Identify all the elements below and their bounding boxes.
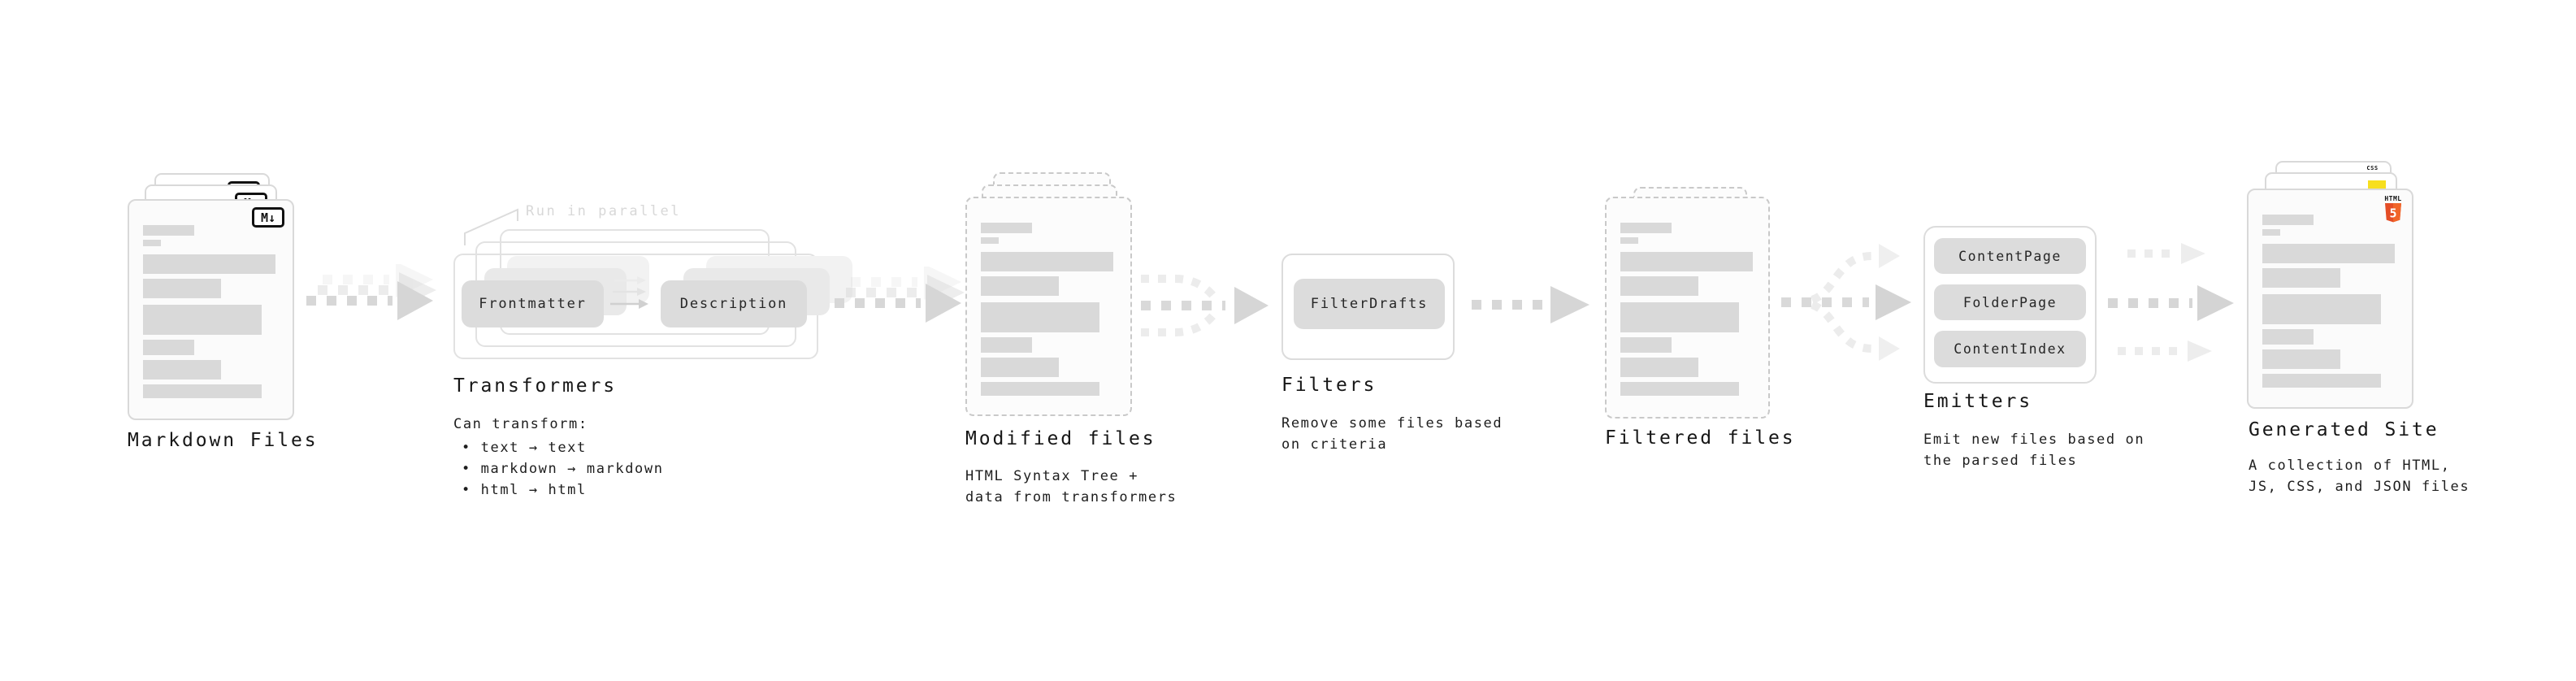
bullet-line: • text → text xyxy=(462,440,587,456)
transform-bullet-list: • text → text • markdown → markdown • ht… xyxy=(453,437,664,501)
skeleton-text-line xyxy=(143,254,275,274)
description-line: data from transformers xyxy=(965,489,1177,505)
skeleton-text-line xyxy=(981,223,1032,233)
description-line: on criteria xyxy=(1281,436,1388,453)
filterdrafts-node: FilterDrafts xyxy=(1294,279,1445,329)
skeleton-text-line xyxy=(1620,302,1739,332)
skeleton-text-line xyxy=(143,305,262,335)
skeleton-text-line xyxy=(981,276,1059,296)
description-line: Emit new files based on xyxy=(1923,432,2145,448)
skeleton-text-line xyxy=(143,225,194,236)
run-in-parallel-callout-line xyxy=(464,208,518,245)
arrow-filters-to-filtered xyxy=(1472,286,1589,323)
markdown-icon: M↓ xyxy=(252,207,284,228)
modified-file-card-front xyxy=(965,197,1132,416)
css-wordmark: CSS xyxy=(2366,165,2379,171)
filters-description: Remove some files based on criteria xyxy=(1281,413,1503,455)
bullet-line: • markdown → markdown xyxy=(462,461,664,477)
arrow-markdown-to-transformers xyxy=(306,264,436,320)
markdown-file-card-front: M↓ xyxy=(128,199,294,420)
skeleton-text-line xyxy=(2262,329,2314,345)
transformer-parallel-arrows xyxy=(610,276,648,309)
filters-title: Filters xyxy=(1281,375,1377,396)
frontmatter-node: Frontmatter xyxy=(462,280,604,327)
skeleton-text-line xyxy=(1620,252,1753,271)
document-skeleton xyxy=(129,201,293,398)
skeleton-text-line xyxy=(2262,229,2280,236)
skeleton-text-line xyxy=(143,360,221,380)
description-node: Description xyxy=(661,280,807,327)
generated-html-file-card: HTML 5 xyxy=(2247,189,2413,409)
svg-text:5: 5 xyxy=(2389,206,2396,221)
document-skeleton xyxy=(2249,190,2412,388)
skeleton-text-line xyxy=(981,252,1113,271)
description-line: the parsed files xyxy=(1923,453,2078,469)
modified-files-title: Modified files xyxy=(965,428,1156,449)
document-skeleton xyxy=(967,198,1130,396)
skeleton-text-line xyxy=(143,240,161,246)
contentindex-node: ContentIndex xyxy=(1934,331,2086,367)
html5-icon: HTML 5 xyxy=(2383,196,2403,227)
skeleton-text-line xyxy=(981,382,1099,396)
skeleton-text-line xyxy=(981,302,1099,332)
arrow-emitters-to-generated xyxy=(2108,243,2234,362)
skeleton-text-line xyxy=(2262,215,2314,225)
transformers-title: Transformers xyxy=(453,375,617,397)
skeleton-text-line xyxy=(981,358,1059,377)
transformers-description: Can transform: • text → text • markdown … xyxy=(453,414,664,501)
filtered-file-card-front xyxy=(1605,197,1770,419)
html5-wordmark: HTML xyxy=(2384,195,2402,202)
skeleton-text-line xyxy=(1620,237,1638,244)
skeleton-text-line xyxy=(981,337,1032,353)
document-skeleton xyxy=(1607,198,1768,396)
description-line: HTML Syntax Tree + xyxy=(965,468,1139,484)
generated-site-description: A collection of HTML, JS, CSS, and JSON … xyxy=(2249,455,2470,497)
skeleton-text-line xyxy=(143,384,262,398)
arrow-merge-modified-to-filters xyxy=(1141,275,1268,336)
emitters-description: Emit new files based on the parsed files xyxy=(1923,429,2144,471)
skeleton-text-line xyxy=(1620,358,1698,377)
skeleton-text-line xyxy=(2262,349,2340,369)
skeleton-text-line xyxy=(2262,244,2395,263)
skeleton-text-line xyxy=(1620,337,1672,353)
arrow-transformers-to-modified xyxy=(835,267,965,323)
run-in-parallel-note: Run in parallel xyxy=(526,203,682,219)
skeleton-text-line xyxy=(981,237,999,244)
skeleton-text-line xyxy=(2262,294,2381,324)
skeleton-text-line xyxy=(1620,382,1739,396)
description-line: JS, CSS, and JSON files xyxy=(2249,479,2470,495)
description-line: A collection of HTML, xyxy=(2249,458,2451,474)
description-line: Remove some files based xyxy=(1281,415,1503,432)
emitters-title: Emitters xyxy=(1923,391,2032,412)
generated-site-title: Generated Site xyxy=(2249,419,2439,440)
modified-files-description: HTML Syntax Tree + data from transformer… xyxy=(965,466,1177,508)
markdown-files-title: Markdown Files xyxy=(128,430,319,451)
arrow-split-filtered-to-emitters xyxy=(1781,244,1911,361)
skeleton-text-line xyxy=(143,279,221,298)
skeleton-text-line xyxy=(2262,268,2340,288)
skeleton-text-line xyxy=(2262,374,2381,388)
description-line: Can transform: xyxy=(453,416,588,432)
html5-shield: 5 xyxy=(2385,203,2401,223)
bullet-line: • html → html xyxy=(462,482,587,498)
skeleton-text-line xyxy=(1620,223,1672,233)
contentpage-node: ContentPage xyxy=(1934,238,2086,274)
folderpage-node: FolderPage xyxy=(1934,284,2086,320)
skeleton-text-line xyxy=(143,340,194,355)
skeleton-text-line xyxy=(1620,276,1698,296)
filtered-files-title: Filtered files xyxy=(1605,427,1796,449)
